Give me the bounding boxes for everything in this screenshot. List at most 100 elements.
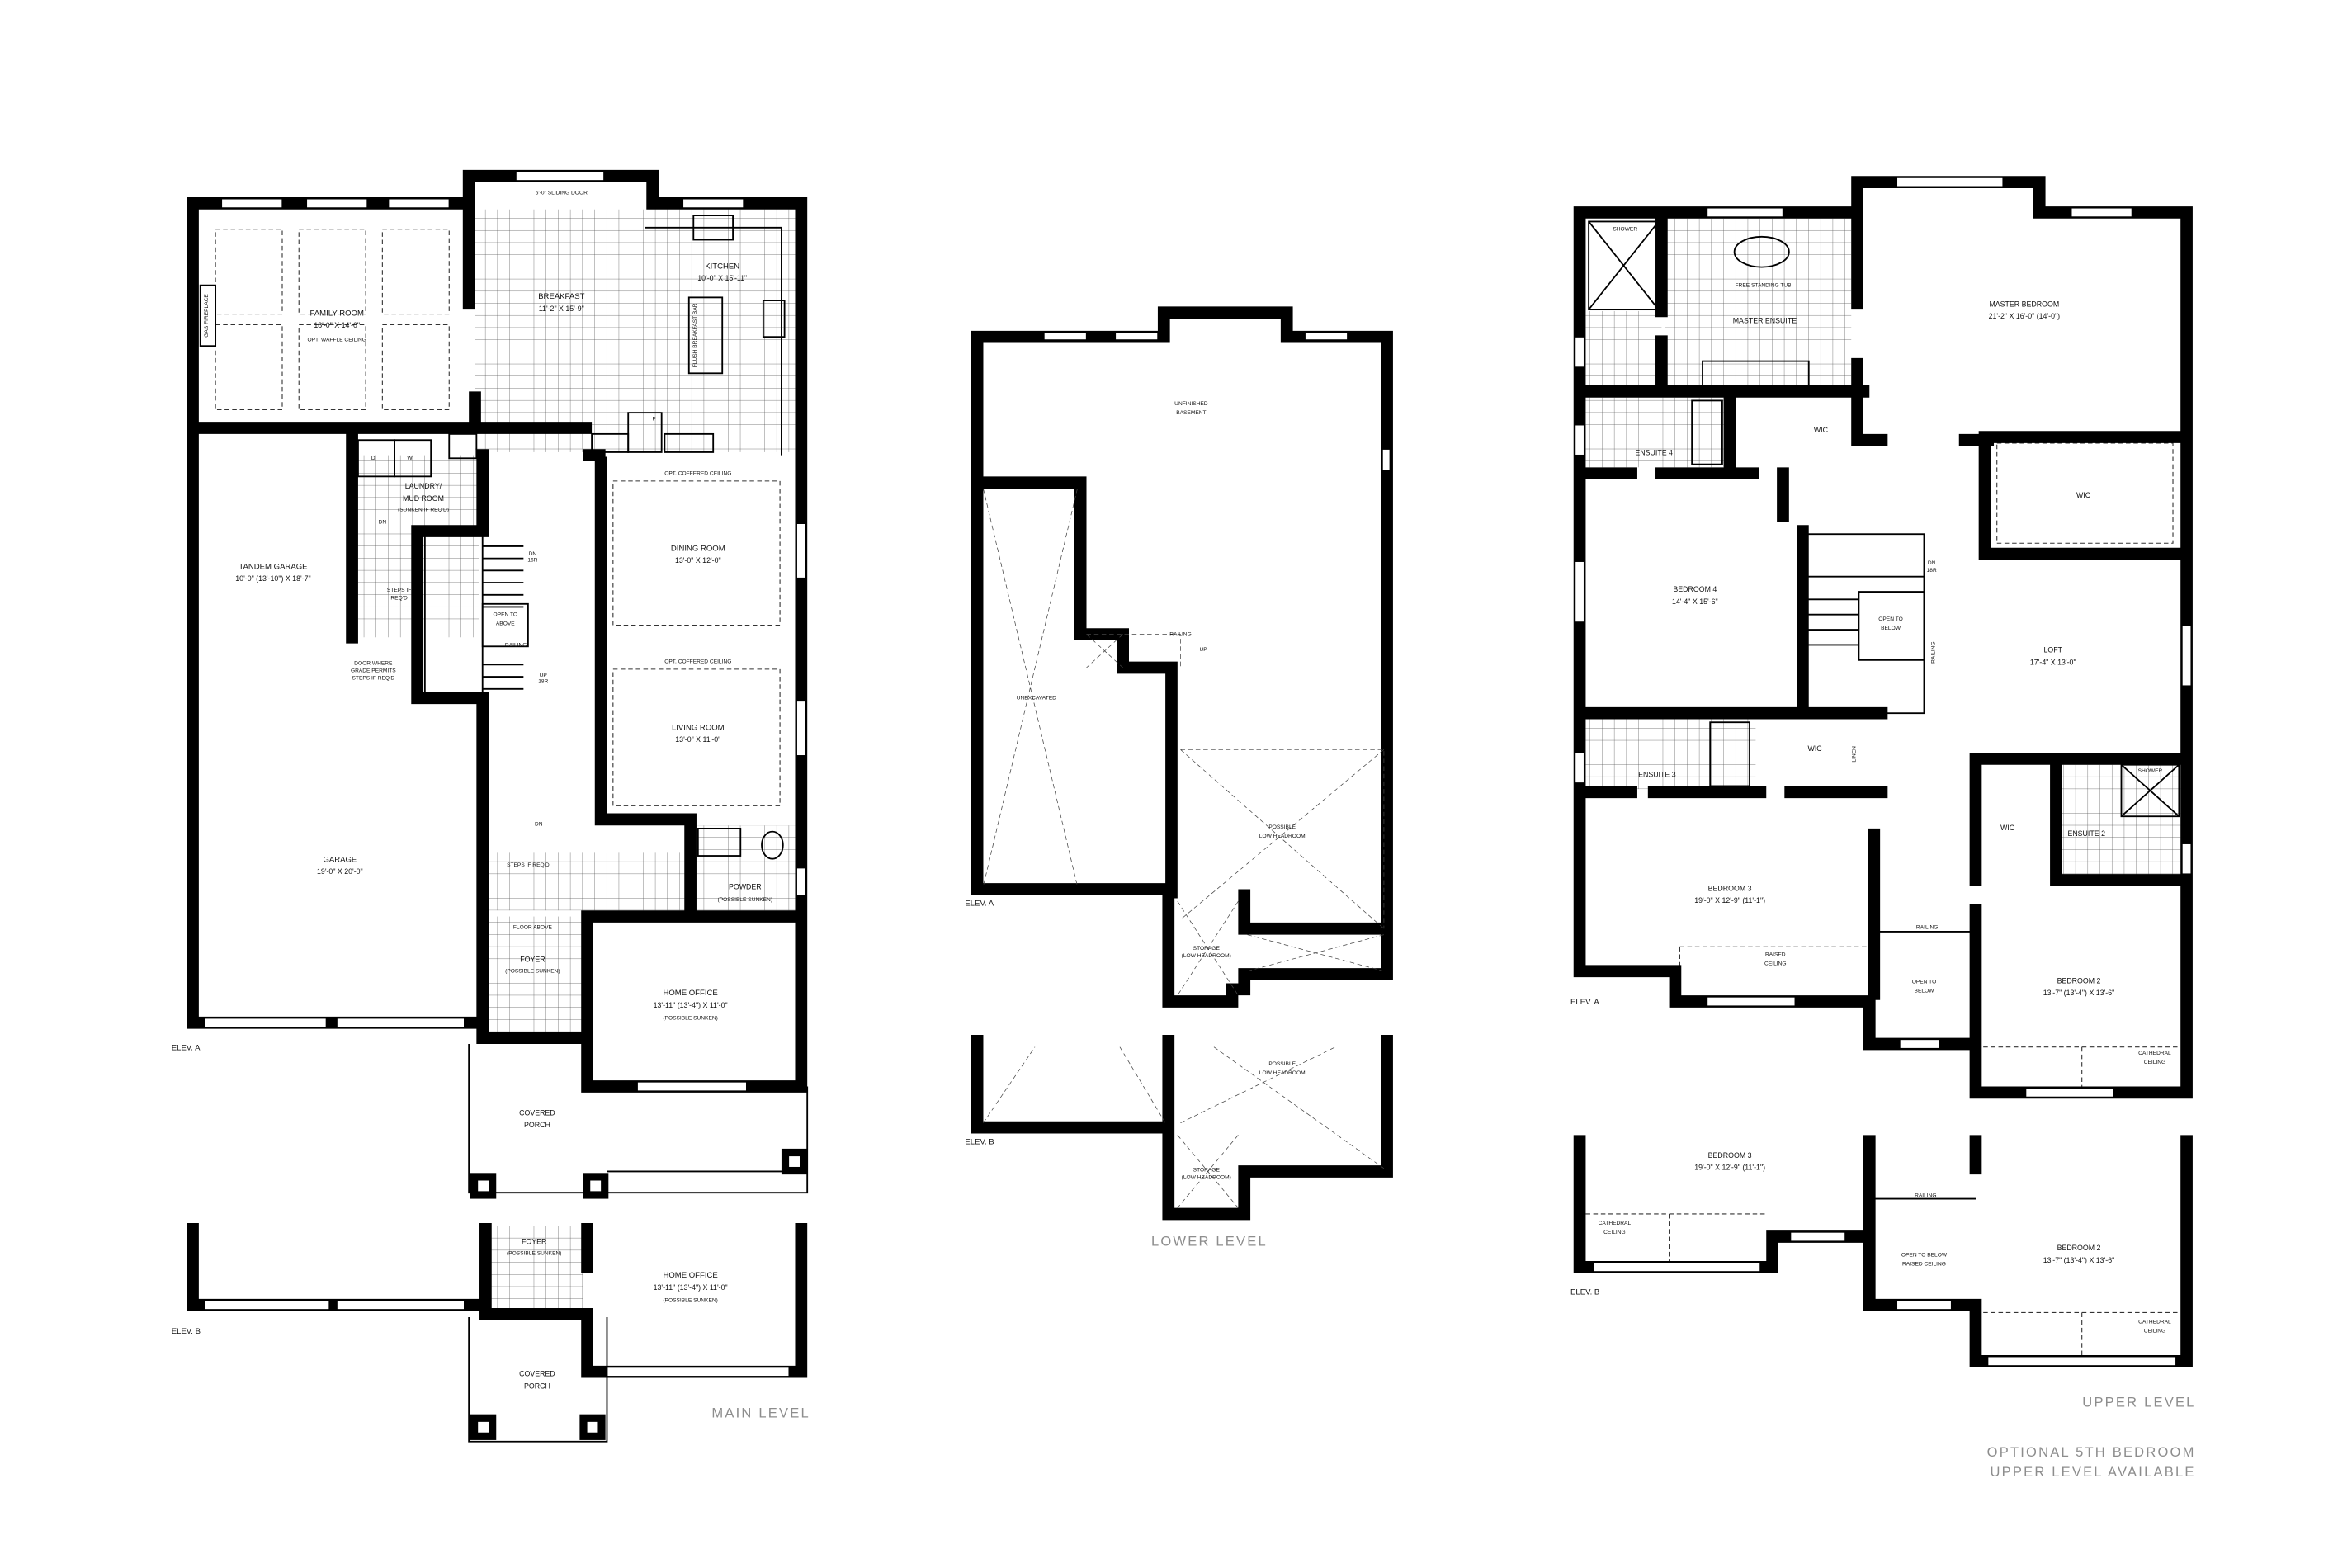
living-room-size: 13'-0" X 11'-0"	[675, 735, 720, 744]
stairs-dn-label: DN	[529, 551, 537, 557]
waffle-ceiling-outline	[215, 229, 781, 806]
tandem-garage-name: TANDEM GARAGE	[239, 563, 307, 572]
home-office-note: (POSSIBLE SUNKEN)	[663, 1016, 717, 1022]
upper-tile-floors	[1585, 218, 2181, 877]
elev-b-railing-label: RAILING	[1915, 1193, 1936, 1199]
elev-b-covered-porch-name-2: PORCH	[524, 1381, 550, 1390]
door-note-1: DOOR WHERE	[354, 660, 393, 666]
upper-stairs-dn-label: DN	[1928, 560, 1936, 566]
tub-label: FREE STANDING TUB	[1736, 283, 1792, 289]
upper-level-plan: SHOWER FREE STANDING TUB MASTER ENSUITE …	[1570, 176, 2196, 1480]
cathedral-ceiling-label-2: CEILING	[2144, 1060, 2165, 1065]
bedroom-2-name: BEDROOM 2	[2057, 976, 2101, 985]
family-room-note: OPT. WAFFLE CEILING	[308, 338, 366, 343]
lower-level-plan: UNFINISHED BASEMENT UNEXCAVATED RAILING …	[965, 306, 1393, 1249]
raised-ceiling-label: RAISED	[1765, 952, 1786, 957]
open-to-below-label: OPEN TO	[1912, 979, 1937, 985]
dining-room-size: 13'-0" X 12'-0"	[675, 556, 721, 564]
main-level-title: MAIN LEVEL	[711, 1405, 810, 1420]
bedroom-4-size: 14'-4" X 15'-6"	[1672, 597, 1718, 606]
elev-b-foyer-name: FOYER	[522, 1238, 546, 1246]
bedroom-2-size: 13'-7" (13'-4") X 13'-6"	[2043, 989, 2114, 997]
steps-if-reqd-label: STEPS IF	[387, 588, 411, 593]
elev-b-covered-porch-name: COVERED	[519, 1370, 555, 1378]
elev-b-cathedral-ceiling-3: CATHEDRAL	[1599, 1221, 1632, 1226]
master-bedroom-size: 21'-2" X 16'-0" (14'-0")	[1989, 312, 2061, 320]
upper-level-title: UPPER LEVEL	[2082, 1394, 2195, 1410]
lower-railing-label: RAILING	[1169, 631, 1191, 637]
elev-b-home-office-note: (POSSIBLE SUNKEN)	[663, 1298, 717, 1304]
shower-label: SHOWER	[1613, 226, 1637, 232]
laundry-note: (SUNKEN IF REQ'D)	[398, 508, 449, 513]
stair-open-to-below-label-2: BELOW	[1881, 626, 1901, 631]
elev-b-low-headroom-label-2: LOW HEADROOM	[1259, 1070, 1306, 1076]
covered-porch-name: COVERED	[519, 1108, 555, 1117]
covered-porch-structure	[468, 1044, 809, 1199]
elev-b-label: ELEV. B	[172, 1327, 201, 1336]
optional-bedroom-note: OPTIONAL 5TH BEDROOM	[1987, 1444, 2196, 1460]
home-office-name: HOME OFFICE	[663, 989, 717, 998]
fridge-label: F	[652, 416, 655, 422]
elev-b-open-below-label-2: RAISED CEILING	[1902, 1261, 1946, 1267]
elev-b-foyer-note: (POSSIBLE SUNKEN)	[507, 1251, 561, 1257]
kitchen-name: KITCHEN	[705, 262, 739, 271]
lower-walls-elev-b	[971, 1034, 1393, 1221]
door-note-2: GRADE PERMITS	[351, 668, 396, 674]
open-to-above-label: OPEN TO	[494, 612, 518, 618]
ensuite-2-label: ENSUITE 2	[2067, 829, 2105, 838]
railing-label: RAILING	[1916, 924, 1938, 930]
breakfast-name: BREAKFAST	[538, 292, 584, 301]
powder-note: (POSSIBLE SUNKEN)	[718, 897, 772, 903]
exterior-walls-elev-a	[187, 169, 808, 1093]
master-ensuite-label: MASTER ENSUITE	[1733, 317, 1797, 325]
upper-walls-elev-a	[1573, 176, 2193, 1099]
floor-above-label: FLOOR ABOVE	[513, 924, 553, 930]
low-headroom-label: POSSIBLE	[1268, 824, 1296, 830]
breakfast-bar-label: FLUSH BREAKFAST BAR	[692, 303, 698, 367]
stairs-up-label: UP	[540, 673, 548, 678]
lower-walls-elev-a	[971, 306, 1393, 1008]
gas-fireplace-label: GAS FIREPLACE	[204, 294, 210, 338]
lower-stairs-up-label: UP	[1199, 647, 1207, 653]
tile-floors	[357, 209, 796, 1315]
hall-steps-label: STEPS IF REQ'D	[507, 862, 550, 868]
elev-b-bedroom-3-size: 19'-0" X 12'-9" (11'-1")	[1694, 1164, 1765, 1172]
laundry-dn-label: DN	[379, 519, 387, 525]
door-note-3: STEPS IF REQ'D	[352, 676, 395, 682]
master-wic-label: WIC	[2076, 491, 2091, 499]
raised-ceiling-label-2: CEILING	[1764, 961, 1786, 966]
linen-label: LINEN	[1852, 746, 1858, 763]
dryer-label: D	[371, 456, 375, 461]
railing-label: RAILING	[505, 642, 527, 648]
living-room-name: LIVING ROOM	[672, 723, 725, 732]
elev-b-bedroom-3-name: BEDROOM 3	[1708, 1151, 1752, 1159]
powder-name: POWDER	[729, 882, 762, 890]
kitchen-size: 10'-0" X 15'-11"	[697, 274, 747, 282]
stair-open-to-below-label: OPEN TO	[1878, 616, 1903, 622]
lower-level-title: LOWER LEVEL	[1151, 1234, 1268, 1249]
tandem-garage-size: 10'-0" (13'-10") X 18'-7"	[235, 574, 310, 583]
storage-label-2: (LOW HEADROOM)	[1182, 953, 1231, 959]
elev-b-storage-label-2: (LOW HEADROOM)	[1182, 1175, 1231, 1181]
wic-2-label: WIC	[2000, 824, 2015, 832]
open-to-below-label-2: BELOW	[1915, 989, 1935, 994]
elev-a-label: ELEV. A	[172, 1043, 201, 1052]
kitchen-fixtures	[199, 215, 786, 860]
stair-railing-label: RAILING	[1930, 641, 1936, 663]
windows-main-elev-b	[204, 1300, 790, 1443]
optional-bedroom-note-2: UPPER LEVEL AVAILABLE	[1990, 1464, 2195, 1480]
dining-ceiling-note: OPT. COFFERED CEILING	[664, 471, 731, 477]
master-bedroom-name: MASTER BEDROOM	[1989, 300, 2059, 308]
open-to-above-label-2: ABOVE	[496, 621, 515, 627]
elev-b-bedroom-2-size: 13'-7" (13'-4") X 13'-6"	[2043, 1256, 2114, 1264]
low-headroom-label-2: LOW HEADROOM	[1259, 834, 1306, 839]
covered-porch-name-2: PORCH	[524, 1121, 550, 1129]
elev-b-cathedral-ceiling-2-2: CEILING	[2144, 1328, 2165, 1334]
wic-3-label: WIC	[1808, 744, 1823, 753]
sliding-door-label: 6'-0" SLIDING DOOR	[536, 190, 588, 196]
upper-elev-b-label: ELEV. B	[1570, 1287, 1599, 1296]
foyer-note: (POSSIBLE SUNKEN)	[505, 969, 560, 975]
loft-size: 17'-4" X 13'-0"	[2030, 658, 2076, 666]
bedroom-3-name: BEDROOM 3	[1708, 884, 1752, 892]
washer-label: W	[407, 456, 413, 461]
